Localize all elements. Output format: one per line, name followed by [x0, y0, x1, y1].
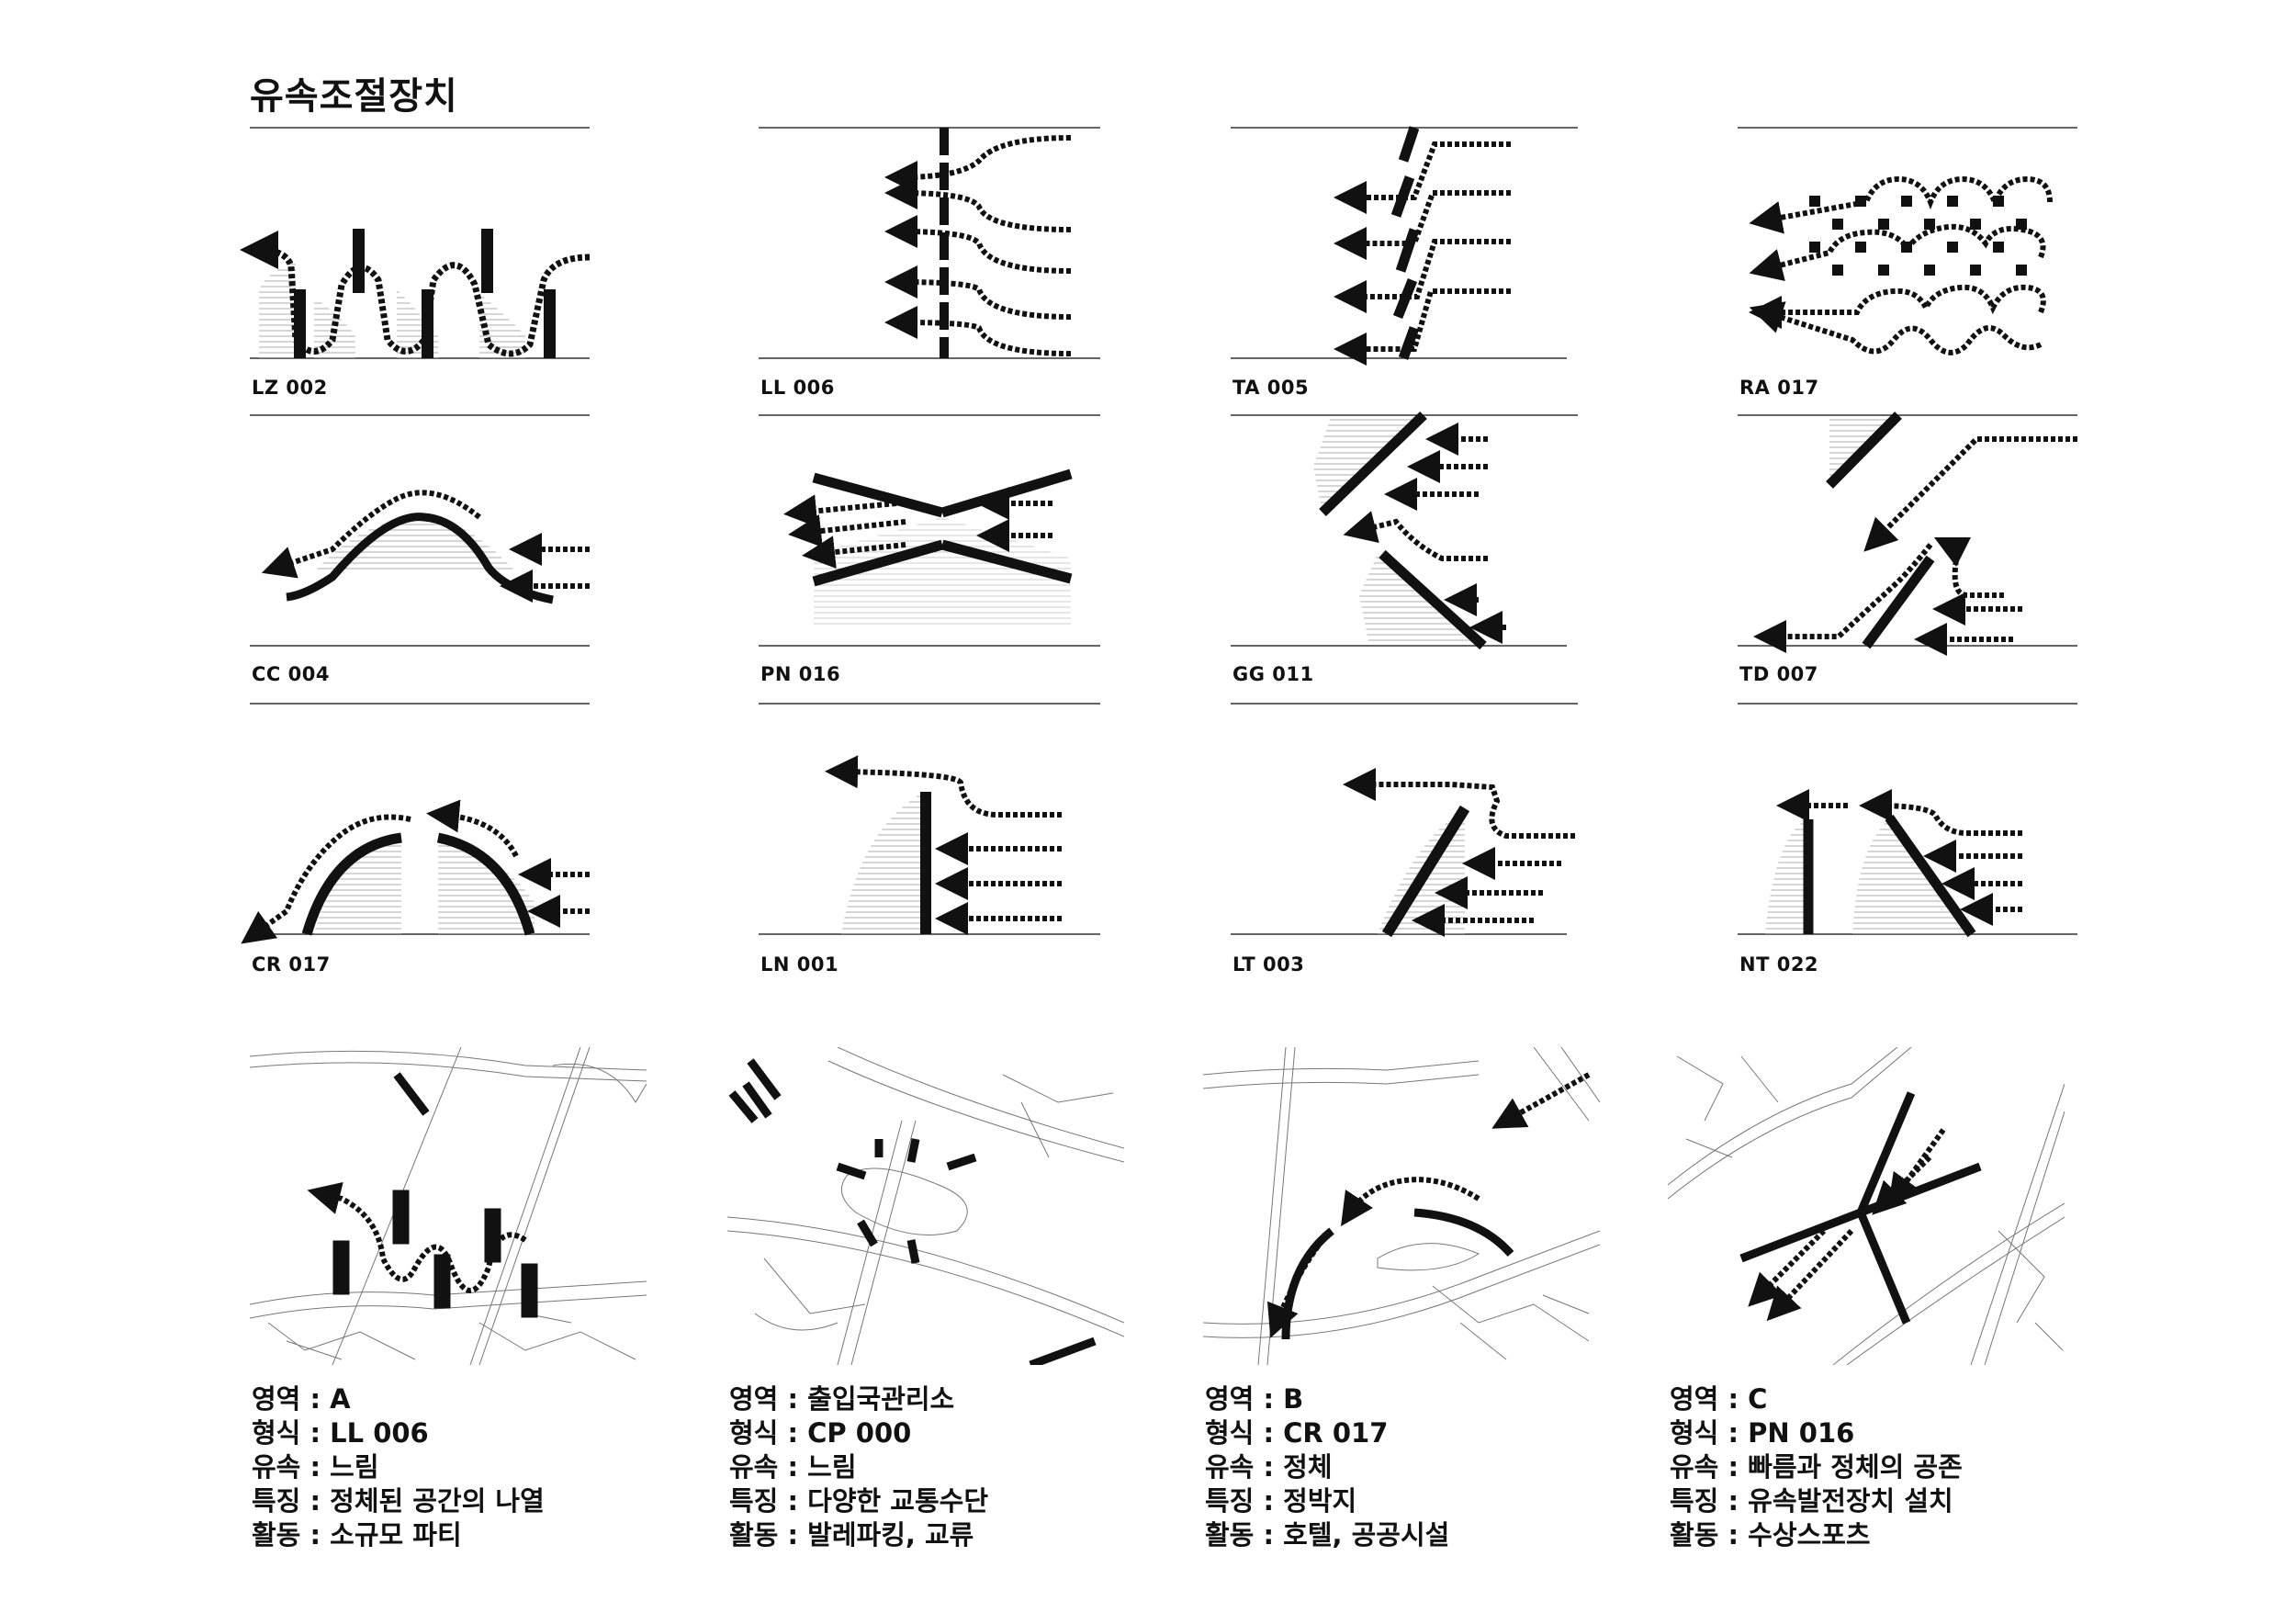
- info-activity: 활동 : 호텔, 공공시설: [1205, 1519, 1450, 1551]
- lz-zigzag-walls-icon: [240, 127, 591, 359]
- info-form: 형식 : CP 000: [729, 1417, 912, 1449]
- diagram-code: LZ 002: [252, 377, 328, 399]
- info-form: 형식 : PN 016: [1670, 1417, 1855, 1449]
- info-area: 영역 : C: [1670, 1383, 1768, 1415]
- map-b-info: 영역 : B 형식 : CR 017 유속 : 정체 특징 : 정박지 활동 :…: [1205, 1382, 1449, 1552]
- info-feature: 특징 : 정박지: [1205, 1485, 1357, 1517]
- diagram-code: TD 007: [1739, 663, 1818, 685]
- info-speed: 유속 : 느림: [252, 1451, 379, 1483]
- diagram-code: TA 005: [1232, 377, 1310, 399]
- info-activity: 활동 : 수상스포츠: [1670, 1519, 1871, 1551]
- gg-diagonals-icon: [1231, 412, 1578, 650]
- ta-tilted-segments-icon: [1231, 126, 1578, 366]
- diagram-ln-001: [759, 700, 1108, 939]
- diagram-gg-011: [1231, 412, 1580, 650]
- info-form: 형식 : LL 006: [252, 1417, 429, 1449]
- info-activity: 활동 : 소규모 파티: [252, 1519, 462, 1551]
- info-feature: 특징 : 정체된 공간의 나열: [252, 1485, 545, 1517]
- map-a-drawing: [250, 1047, 647, 1365]
- diagram-ll-006: [759, 124, 1108, 363]
- info-area: 영역 : 출입국관리소: [729, 1383, 955, 1415]
- map-c-drawing: [1668, 1047, 2065, 1365]
- diagram-td-007: [1738, 412, 2087, 656]
- page-title: 유속조절장치: [250, 75, 458, 118]
- diagram-cr-017: [241, 700, 599, 944]
- map-immigration-drawing: [727, 1047, 1124, 1365]
- diagram-nt-022: [1738, 700, 2087, 939]
- diagram-code: CR 017: [252, 953, 331, 976]
- diagram-cc-004: [250, 412, 599, 650]
- diagram-code: LN 001: [760, 953, 839, 976]
- map-a-info: 영역 : A 형식 : LL 006 유속 : 느림 특징 : 정체된 공간의 …: [252, 1382, 545, 1552]
- site-map-a: [250, 1047, 647, 1365]
- map-immigration-info: 영역 : 출입국관리소 형식 : CP 000 유속 : 느림 특징 : 다양한…: [729, 1382, 988, 1552]
- info-activity: 활동 : 발레파킹, 교류: [729, 1519, 974, 1551]
- diagram-lt-003: [1231, 700, 1580, 939]
- cc-curve-icon: [250, 414, 590, 647]
- cr-arcs-icon: [241, 703, 590, 944]
- diagram-code: RA 017: [1739, 377, 1819, 399]
- info-feature: 특징 : 유속발전장치 설치: [1670, 1485, 1953, 1517]
- ln-single-wall-icon: [759, 703, 1100, 935]
- site-map-immigration: [727, 1047, 1124, 1365]
- info-speed: 유속 : 빠름과 정체의 공존: [1670, 1451, 1963, 1483]
- td-parallel-diagonals-icon: [1738, 412, 2077, 656]
- diagram-code: LL 006: [760, 377, 835, 399]
- diagram-code: GG 011: [1232, 663, 1314, 685]
- diagram-lz-002: [240, 124, 599, 363]
- info-speed: 유속 : 느림: [729, 1451, 857, 1483]
- diagram-pn-016: [759, 412, 1108, 650]
- info-speed: 유속 : 정체: [1205, 1451, 1333, 1483]
- map-b-drawing: [1203, 1047, 1600, 1365]
- diagram-code: NT 022: [1739, 953, 1819, 976]
- diagram-ra-017: [1738, 124, 2087, 363]
- map-c-info: 영역 : C 형식 : PN 016 유속 : 빠름과 정체의 공존 특징 : …: [1670, 1382, 1963, 1552]
- site-map-c: [1668, 1047, 2065, 1365]
- site-map-b: [1203, 1047, 1600, 1365]
- ra-block-array-icon: [1738, 127, 2077, 355]
- lt-tilted-wall-icon: [1231, 703, 1578, 938]
- diagram-code: CC 004: [252, 663, 330, 685]
- info-form: 형식 : CR 017: [1205, 1417, 1389, 1449]
- nt-wall-and-diagonal-icon: [1738, 703, 2077, 938]
- info-area: 영역 : A: [252, 1383, 351, 1415]
- pn-funnel-icon: [759, 414, 1100, 647]
- diagram-code: PN 016: [760, 663, 841, 685]
- diagram-ta-005: [1231, 124, 1580, 366]
- ll-dashed-wall-icon: [759, 127, 1100, 359]
- diagram-code: LT 003: [1232, 953, 1305, 976]
- info-feature: 특징 : 다양한 교통수단: [729, 1485, 989, 1517]
- info-area: 영역 : B: [1205, 1383, 1304, 1415]
